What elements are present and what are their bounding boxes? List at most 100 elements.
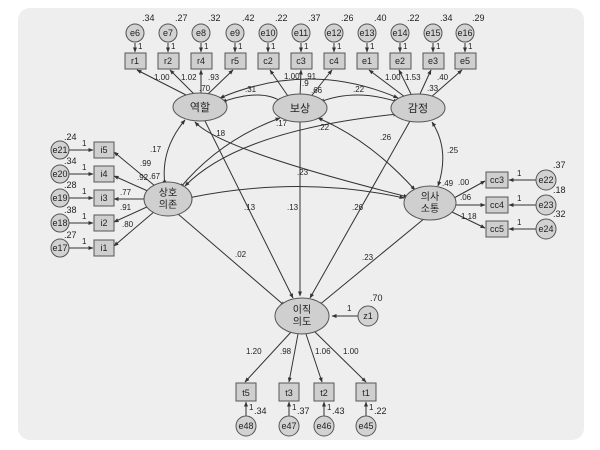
path-label: .17: [276, 119, 288, 128]
loading-labels-right: .00 .06 1.18 .49: [442, 178, 477, 221]
path-label: .26: [352, 203, 364, 212]
indicator-label: r2: [164, 56, 172, 66]
loading-labels-left: .99 .92 .77 .91 .80 .67: [120, 159, 161, 229]
fixed-one: 1: [403, 42, 408, 51]
loading-edges-left: [113, 151, 156, 247]
indicator-label: t3: [285, 388, 293, 398]
fixed-one: 1: [292, 403, 297, 412]
path-labels: .31 .22 .66 .17 .18 .17 .22 .26 .25 .23 …: [150, 85, 459, 262]
error-label: e11: [294, 28, 308, 38]
latent-label: 감정: [408, 102, 428, 115]
variance-label: .32: [553, 209, 566, 219]
error-label: e10: [260, 28, 275, 38]
indicator-cc3: cc3: [485, 171, 509, 189]
indicator-t2: t2: [313, 382, 335, 402]
loading-label: .92: [137, 173, 149, 182]
error-label: e48: [238, 421, 253, 431]
fixed-one: 1: [517, 218, 522, 227]
error-e6: e6.34: [125, 13, 155, 43]
indicator-label: cc3: [490, 175, 504, 185]
indicator-label: i3: [100, 193, 107, 203]
path-label: .66: [311, 86, 323, 95]
error-e23: e23.181: [517, 185, 566, 216]
indicator-r1: r1: [124, 52, 147, 70]
path-label: .23: [362, 253, 374, 262]
variance-label: .18: [553, 185, 566, 195]
indicator-r4: r4: [190, 52, 213, 70]
loading-edges-bottom: [244, 314, 368, 416]
error-e14: e14.22: [390, 13, 420, 43]
error-label: e46: [316, 421, 331, 431]
variance-label: .32: [208, 13, 221, 23]
error-e7: e7.27: [158, 13, 188, 43]
error-label: e15: [425, 28, 440, 38]
covariance-arcs: [162, 78, 444, 200]
indicator-label: t2: [320, 388, 328, 398]
fixed-one: 1: [238, 42, 243, 51]
error-e13: e13.40: [357, 13, 387, 43]
error-label: e14: [392, 28, 407, 38]
loading-label: 1.00: [385, 73, 401, 82]
error-label: e18: [52, 218, 67, 228]
indicator-c2: c2: [257, 52, 280, 70]
error-label: e19: [52, 193, 67, 203]
loading-label: .00: [458, 178, 470, 187]
structural-paths: [177, 120, 426, 307]
error-label: e8: [196, 28, 206, 38]
indicator-label: r4: [197, 56, 205, 66]
variance-label: .27: [64, 230, 77, 240]
loading-edges-right: [451, 178, 536, 231]
path-label: .23: [297, 168, 309, 177]
indicator-e5: e5: [454, 52, 477, 70]
variance-label: .26: [341, 13, 354, 23]
error-label: e22: [538, 175, 553, 185]
path-label: .25: [447, 146, 459, 155]
indicator-label: r1: [131, 56, 139, 66]
loading-label: .98: [280, 347, 292, 356]
fixed-one: 1: [82, 187, 87, 196]
fixed-one: 1: [370, 42, 375, 51]
fixed-one: 1: [82, 212, 87, 221]
indicator-label: c2: [263, 56, 273, 66]
latent-label: 역할: [190, 101, 210, 114]
bottom-errors: e48.341 e47.371 e46.431 e45.221: [235, 403, 387, 437]
loading-label: .77: [120, 188, 132, 197]
error-label: z1: [363, 311, 373, 321]
fixed-one: 1: [249, 403, 254, 412]
loading-label: 1.20: [246, 347, 262, 356]
error-label: e13: [359, 28, 374, 38]
error-label: e47: [281, 421, 296, 431]
variance-label: .70: [199, 84, 211, 93]
latent-role: 역할: [172, 92, 228, 122]
fixed-one: 1: [337, 42, 342, 51]
variance-label: .37: [553, 160, 566, 170]
loading-label: 1.00: [343, 347, 359, 356]
variance-label: .22: [275, 13, 288, 23]
path-label: .26: [380, 133, 392, 142]
indicator-cc5: cc5: [485, 220, 509, 238]
variance-label: .42: [242, 13, 255, 23]
indicator-e3: e3: [422, 52, 445, 70]
right-indicators: cc3 cc4 cc5: [485, 171, 509, 238]
loading-label: 1.00: [154, 73, 170, 82]
indicator-label: t1: [362, 388, 370, 398]
fixed-one: 1: [327, 403, 332, 412]
indicator-i1: i1: [93, 239, 115, 257]
indicator-label: t5: [242, 388, 250, 398]
indicator-r2: r2: [157, 52, 180, 70]
variance-label: .40: [374, 13, 387, 23]
path-label: .31: [245, 85, 257, 94]
fixed-one: 1: [517, 169, 522, 178]
error-label: e16: [457, 28, 472, 38]
error-e18: e18.381: [50, 205, 87, 233]
indicator-label: cc5: [490, 224, 504, 234]
indicator-t3: t3: [278, 382, 300, 402]
indicator-t5: t5: [235, 382, 257, 402]
loading-labels-top: 1.00 1.02 .66 .93 .70 1.00 .91 .9 1.00 1…: [154, 72, 449, 93]
path-label: .22: [318, 123, 330, 132]
error-e48: e48.341: [235, 403, 267, 437]
path-label: .18: [214, 129, 226, 138]
error-e17: e17.271: [50, 230, 87, 258]
left-indicators: i5 i4 i3 i2 i1: [93, 141, 115, 257]
error-label: e6: [130, 28, 140, 38]
